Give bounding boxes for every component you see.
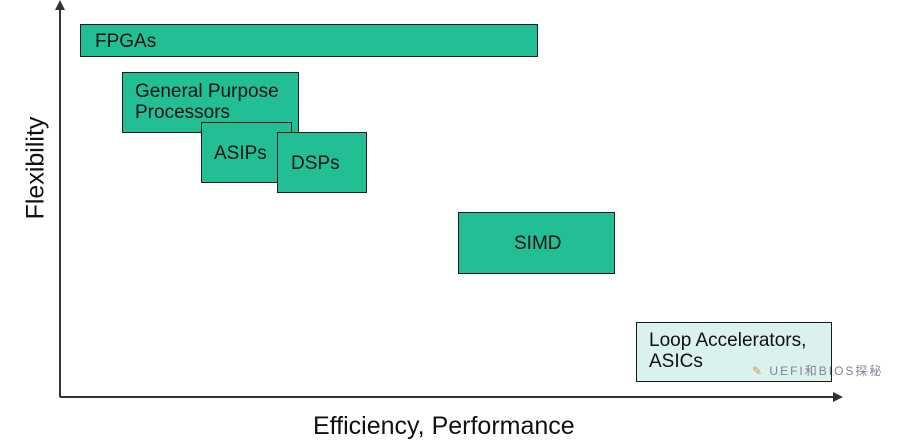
box-dsps: DSPs	[277, 132, 367, 193]
pencil-icon: ✎	[752, 364, 765, 378]
box-fpgas-label: FPGAs	[95, 31, 157, 52]
y-axis-arrow	[55, 0, 65, 10]
x-axis-arrow	[833, 392, 843, 402]
watermark-text: UEFI和BIOS探秘	[769, 364, 884, 378]
x-axis-label: Efficiency, Performance	[313, 412, 575, 440]
box-gpp-label: General Purpose Processors	[135, 81, 279, 123]
axes	[55, 0, 843, 402]
box-loop-accelerators-asics: Loop Accelerators, ASICs	[636, 322, 832, 382]
box-loop-label: Loop Accelerators, ASICs	[649, 330, 807, 372]
y-axis-label: Flexibility	[21, 116, 50, 220]
box-fpgas: FPGAs	[80, 24, 538, 57]
box-general-purpose-processors: General Purpose Processors	[122, 72, 299, 133]
box-simd: SIMD	[458, 212, 615, 274]
box-dsps-label: DSPs	[291, 153, 340, 174]
diagram-canvas: Flexibility Efficiency, Performance FPGA…	[21, 0, 883, 440]
box-simd-label: SIMD	[514, 233, 562, 254]
box-asips: ASIPs	[201, 122, 292, 183]
watermark: ✎ UEFI和BIOS探秘	[752, 362, 883, 379]
box-asips-label: ASIPs	[214, 143, 267, 164]
